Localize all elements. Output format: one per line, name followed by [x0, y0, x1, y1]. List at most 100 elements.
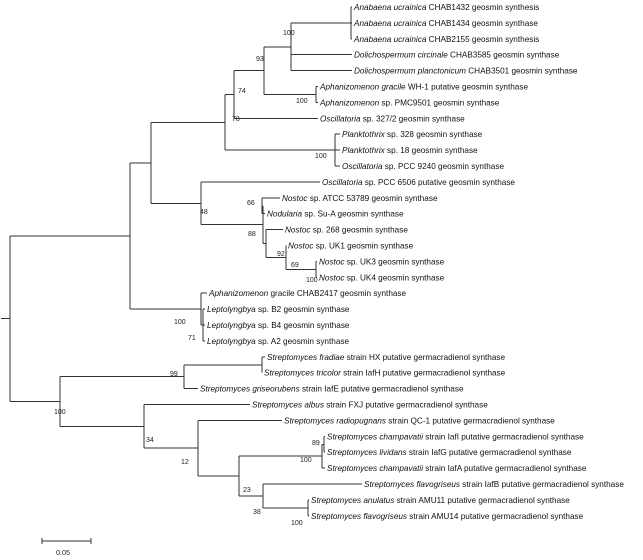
leaf-description: sp. 328 geosmin synthase: [385, 130, 483, 139]
leaf-genus: Aphanizomenon: [319, 83, 380, 92]
leaf-genus: Leptolyngbya: [207, 321, 256, 330]
bootstrap-value: 100: [54, 409, 66, 416]
leaf-label: Leptolyngbya sp. B2 geosmin synthase: [207, 305, 350, 314]
leaf-genus: Oscillatoria: [342, 162, 383, 171]
bootstrap-value: 92: [277, 251, 285, 258]
bootstrap-value: 100: [296, 98, 308, 105]
leaf-genus: Nostoc: [285, 226, 310, 235]
leaf-epithet: fradiae: [317, 353, 345, 362]
leaf-description: sp. 268 geosmin synthase: [310, 226, 408, 235]
leaf-description: strain AMU14 putative germacradienol syn…: [407, 512, 584, 521]
leaf-description: sp. Su-A geosmin synthase: [302, 210, 404, 219]
leaf-label: Streptomyces radiopugnans strain QC-1 pu…: [284, 416, 555, 425]
leaf-genus: Streptomyces: [252, 401, 302, 410]
leaf-description: CHAB1434 geosmin synthase: [426, 19, 538, 28]
bootstrap-value: 48: [200, 209, 208, 216]
leaf-description: sp. UK1 geosmin synthase: [313, 242, 413, 251]
leaf-epithet: planctonicum: [415, 67, 466, 76]
leaf-description: CHAB2155 geosmin synthesis: [426, 35, 539, 44]
leaf-description: sp. B4 geosmin synthase: [256, 321, 350, 330]
leaf-description: sp. 18 geosmin synthase: [385, 146, 478, 155]
leaf-genus: Oscillatoria: [320, 114, 361, 123]
leaf-label: Oscillatoria sp. PCC 9240 geosmin syntha…: [342, 162, 504, 171]
leaf-epithet: gracile: [379, 83, 406, 92]
leaf-genus: Planktothrix: [342, 130, 386, 139]
leaf-label: Anabaena ucrainica CHAB1434 geosmin synt…: [353, 19, 538, 28]
leaf-genus: Dolichospermum: [354, 51, 416, 60]
leaf-epithet: tricolor: [314, 369, 341, 378]
leaf-genus: Streptomyces: [364, 480, 414, 489]
leaf-label: Nostoc sp. ATCC 53789 geosmin synthase: [282, 194, 438, 203]
leaf-genus: Dolichospermum: [354, 67, 416, 76]
bootstrap-value: 71: [188, 335, 196, 342]
leaf-description: sp. UK3 geosmin synthase: [344, 257, 444, 266]
leaf-label: Dolichospermum circinale CHAB3585 geosmi…: [354, 51, 560, 60]
leaf-description: sp. B2 geosmin synthase: [256, 305, 350, 314]
leaf-genus: Streptomyces: [327, 448, 377, 457]
leaf-label: Streptomyces champavatii strain IafA put…: [327, 464, 587, 473]
bootstrap-value: 100: [300, 457, 312, 464]
leaf-label: Planktothrix sp. 328 geosmin synthase: [342, 130, 483, 139]
leaf-description: strain FXJ putative germacradienol synth…: [324, 401, 488, 410]
leaf-label: Nostoc sp. 268 geosmin synthase: [285, 226, 408, 235]
bootstrap-value: 12: [181, 459, 189, 466]
leaf-label: Streptomyces flavogriseus strain AMU14 p…: [311, 512, 584, 521]
leaf-epithet: champavatii: [377, 464, 423, 473]
leaf-description: sp. PCC 9240 geosmin synthase: [383, 162, 505, 171]
leaf-label: Planktothrix sp. 18 geosmin synthase: [342, 146, 478, 155]
leaf-description: CHAB3585 geosmin synthase: [448, 51, 560, 60]
leaf-description: strain IafB putative germacradienol synt…: [460, 480, 624, 489]
bootstrap-value: 88: [248, 231, 256, 238]
leaf-label: Streptomyces tricolor strain IafH putati…: [264, 369, 506, 378]
leaf-label: Aphanizomenon gracile CHAB2417 geosmin s…: [208, 289, 407, 298]
bootstrap-value: 100: [174, 319, 186, 326]
leaf-description: strain IafH putative germacradienol synt…: [341, 369, 506, 378]
bootstrap-value: 66: [247, 200, 255, 207]
leaf-description: sp. PCC 6506 putative geosmin synthase: [363, 178, 516, 187]
leaf-label: Streptomyces lividans strain IafG putati…: [327, 448, 572, 457]
leaf-description: sp. UK4 geosmin synthase: [344, 273, 444, 282]
bootstrap-value: 23: [243, 487, 251, 494]
leaf-description: sp. PMC9501 geosmin synthase: [379, 98, 500, 107]
leaf-label: Leptolyngbya sp. B4 geosmin synthase: [207, 321, 350, 330]
bootstrap-value: 89: [312, 440, 320, 447]
leaf-epithet: circinale: [415, 51, 448, 60]
leaf-genus: Aphanizomenon: [319, 98, 380, 107]
leaf-genus: Streptomyces: [200, 385, 250, 394]
leaf-label: Dolichospermum planctonicum CHAB3501 geo…: [354, 67, 578, 76]
leaf-genus: Oscillatoria: [322, 178, 363, 187]
leaf-genus: Streptomyces: [311, 496, 361, 505]
leaf-description: strain IafE putative germacradienol synt…: [300, 385, 464, 394]
leaf-epithet: flavogriseus: [414, 480, 460, 489]
leaf-genus: Aphanizomenon: [208, 289, 269, 298]
leaf-epithet: ucrainica: [391, 19, 426, 28]
leaf-label: Leptolyngbya sp. A2 geosmin synthase: [207, 337, 349, 346]
bootstrap-value: 100: [291, 520, 303, 527]
leaf-epithet: radiopugnans: [334, 416, 386, 425]
leaf-epithet: lividans: [377, 448, 407, 457]
leaf-description: strain IafI putative germacradienol synt…: [423, 432, 584, 441]
leaf-description: CHAB3501 geosmin synthase: [466, 67, 578, 76]
bootstrap-value: 34: [146, 437, 154, 444]
leaf-genus: Streptomyces: [267, 353, 317, 362]
leaf-genus: Streptomyces: [264, 369, 314, 378]
leaf-genus: Streptomyces: [327, 464, 377, 473]
leaf-label: Oscillatoria sp. 327/2 geosmin synthase: [320, 114, 465, 123]
leaf-label: Streptomyces fradiae strain HX putative …: [267, 353, 505, 362]
leaf-description: strain IafG putative germacradienol synt…: [407, 448, 572, 457]
leaf-label: Aphanizomenon gracile WH-1 putative geos…: [319, 83, 528, 92]
leaf-genus: Nodularia: [267, 210, 302, 219]
leaf-genus: Anabaena: [353, 35, 392, 44]
leaf-label: Streptomyces champavatii strain IafI put…: [327, 432, 584, 441]
scale-bar-label: 0.05: [56, 548, 70, 557]
leaf-epithet: griseorubens: [250, 385, 300, 394]
leaf-label: Anabaena ucrainica CHAB2155 geosmin synt…: [353, 35, 539, 44]
leaf-genus: Nostoc: [282, 194, 307, 203]
bootstrap-value: 69: [291, 262, 299, 269]
leaf-description: sp. A2 geosmin synthase: [256, 337, 350, 346]
leaf-description: strain AMU11 putative germacradienol syn…: [394, 496, 570, 505]
leaf-label: Streptomyces griseorubens strain IafE pu…: [200, 385, 464, 394]
leaf-label: Nodularia sp. Su-A geosmin synthase: [267, 210, 404, 219]
bootstrap-value: 78: [232, 116, 240, 123]
